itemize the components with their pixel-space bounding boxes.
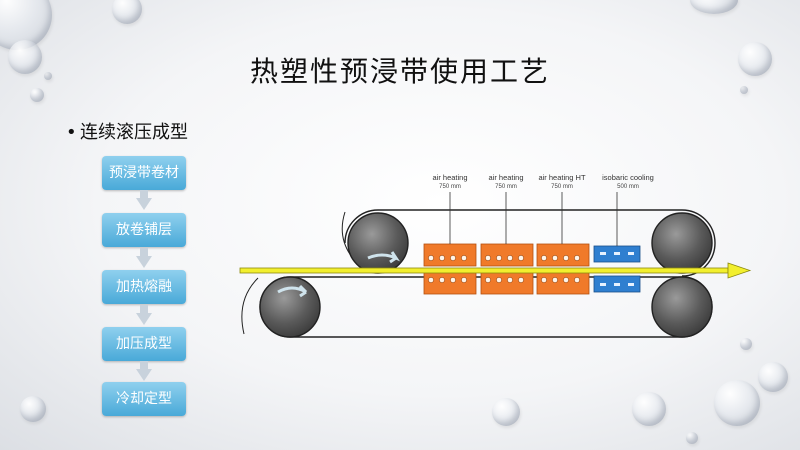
- page-title: 热塑性预浸带使用工艺: [249, 55, 550, 88]
- water-drop-decoration: [738, 42, 772, 76]
- lower-left-roller: [259, 276, 321, 338]
- down-arrow-icon: [136, 305, 152, 325]
- zone-label-4: isobaric cooling: [602, 173, 654, 182]
- zone-label-3: air heating HT: [538, 173, 586, 182]
- water-drop-decoration: [20, 396, 46, 422]
- zone-label-1: air heating: [432, 173, 467, 182]
- process-step-4: 加压成型: [102, 327, 186, 361]
- process-step-2: 放卷铺层: [102, 213, 186, 247]
- water-drop-decoration: [714, 380, 760, 426]
- bullet-text: 连续滚压成型: [80, 122, 188, 143]
- water-drop-decoration: [8, 40, 42, 74]
- water-drop-decoration: [492, 398, 520, 426]
- water-drop-decoration: [632, 392, 666, 426]
- zone-size-4: 500 mm: [617, 184, 639, 190]
- prepreg-tape: [239, 267, 729, 274]
- water-drop-decoration: [690, 0, 738, 14]
- water-drop-decoration: [686, 432, 698, 444]
- bullet-dot: •: [66, 122, 77, 143]
- process-step-5: 冷却定型: [102, 382, 186, 416]
- zone-size-2: 750 mm: [495, 184, 517, 190]
- rotation-arrow-icon: [367, 251, 401, 264]
- rotation-arrow-icon: [277, 284, 308, 298]
- cooling-zone: [593, 245, 641, 293]
- zone-size-1: 750 mm: [439, 184, 461, 190]
- down-arrow-icon: [136, 361, 152, 381]
- heating-zone-3: [536, 243, 590, 295]
- heating-zone-2: [480, 243, 534, 295]
- lower-right-roller: [651, 276, 713, 338]
- upper-right-roller: [651, 212, 713, 274]
- process-step-3: 加热熔融: [102, 270, 186, 304]
- water-drop-decoration: [112, 0, 142, 24]
- water-drop-decoration: [44, 72, 52, 80]
- feed-direction-arrow-icon: [727, 262, 752, 279]
- zone-label-2: air heating: [488, 173, 523, 182]
- process-step-1: 预浸带卷材: [102, 156, 186, 190]
- water-drop-decoration: [740, 338, 752, 350]
- water-drop-decoration: [30, 88, 44, 102]
- bullet-point: •连续滚压成型: [66, 118, 188, 144]
- heating-zone-1: [423, 243, 477, 295]
- down-arrow-icon: [136, 190, 152, 210]
- zone-size-3: 750 mm: [551, 184, 573, 190]
- lower-belt-tail: [241, 277, 259, 335]
- water-drop-decoration: [740, 86, 748, 94]
- water-drop-decoration: [758, 362, 788, 392]
- upper-left-roller: [347, 212, 409, 274]
- down-arrow-icon: [136, 248, 152, 268]
